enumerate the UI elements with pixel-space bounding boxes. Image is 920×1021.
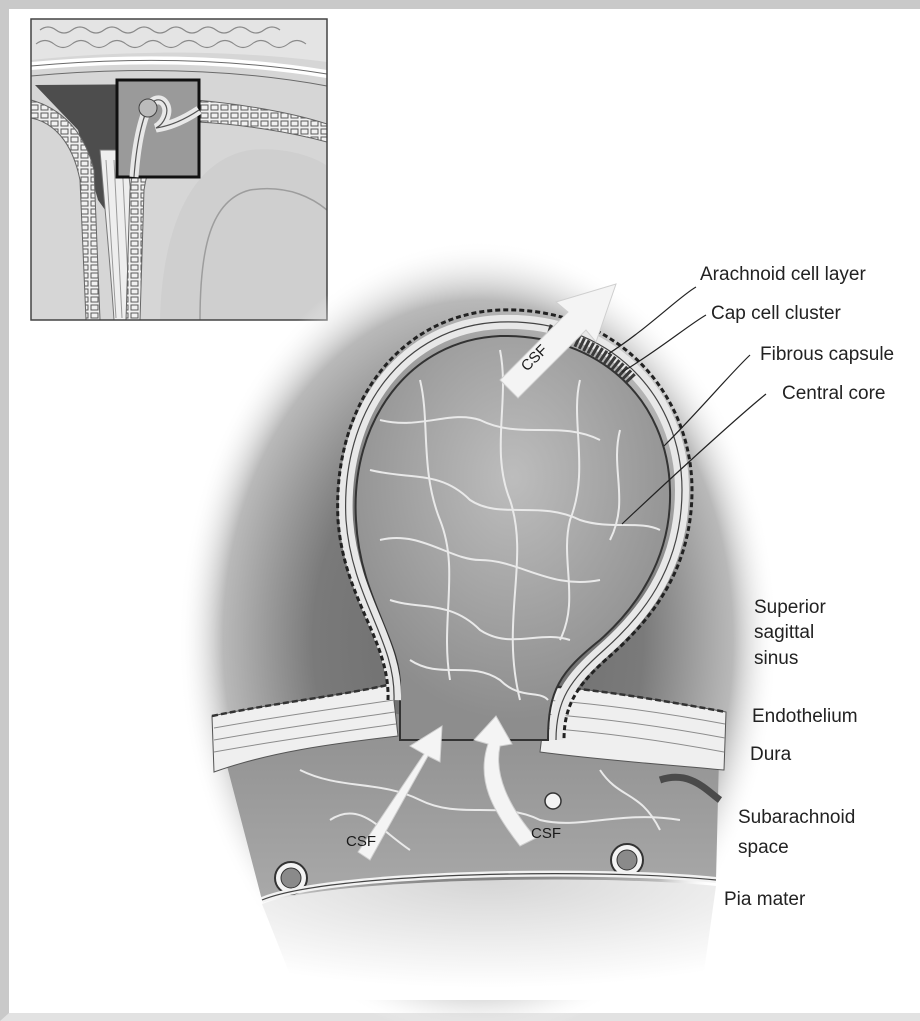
label-fibrous-capsule: Fibrous capsule	[760, 344, 894, 365]
csf-label-right: CSF	[531, 825, 561, 842]
label-central-core: Central core	[782, 383, 886, 404]
label-dura: Dura	[750, 744, 792, 765]
granulation-illustration	[178, 240, 778, 1021]
label-superior-sagittal-sinus-line1: Superior	[754, 597, 826, 618]
label-superior-sagittal-sinus-line3: sinus	[754, 648, 798, 669]
label-endothelium: Endothelium	[752, 706, 858, 727]
label-subarachnoid-space-line2: space	[738, 837, 789, 858]
label-superior-sagittal-sinus-line2: sagittal	[754, 622, 814, 643]
label-subarachnoid-space-line1: Subarachnoid	[738, 807, 855, 828]
csf-label-left: CSF	[346, 833, 376, 850]
location-inset	[31, 19, 327, 320]
label-arachnoid-cell-layer: Arachnoid cell layer	[700, 264, 866, 285]
label-pia-mater: Pia mater	[724, 889, 806, 910]
label-cap-cell-cluster: Cap cell cluster	[711, 303, 842, 324]
